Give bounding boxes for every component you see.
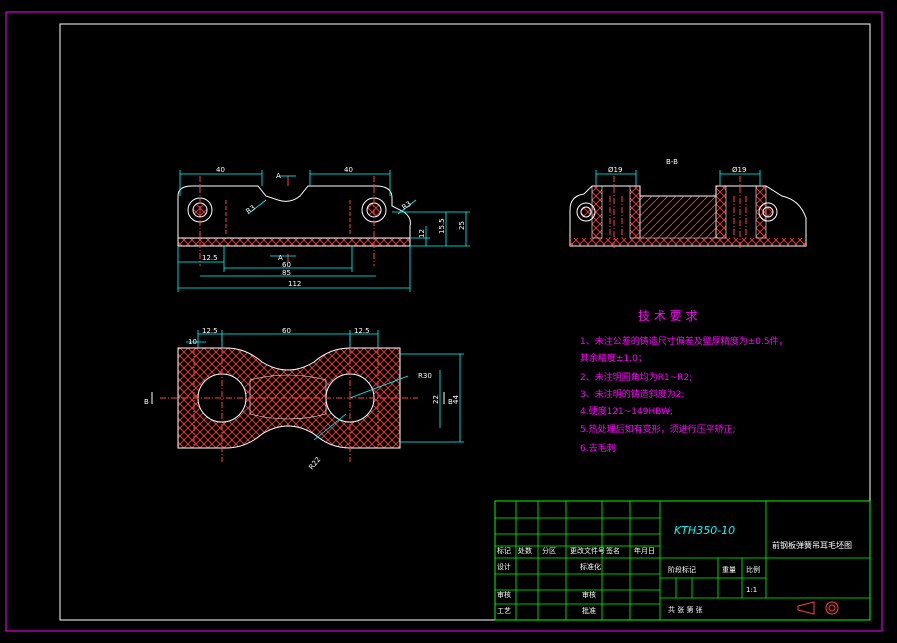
outer-border bbox=[5, 11, 883, 632]
section-dia-right: Ø19 bbox=[732, 166, 746, 174]
tech-req-item-3: 2、未注明圆角均为R1~R2; bbox=[580, 371, 692, 383]
tb-label-standard: 标准化 bbox=[580, 562, 601, 571]
tb-label-process: 工艺 bbox=[497, 607, 511, 615]
tb-label-design: 设计 bbox=[497, 562, 511, 571]
front-dim-hole-span: 85 bbox=[282, 269, 291, 277]
top-web-region bbox=[249, 374, 327, 420]
tech-req-item-7: 6.去毛刺 bbox=[580, 442, 616, 454]
tb-label-sheet: 共 张 第 张 bbox=[668, 605, 703, 614]
tb-label-count: 处数 bbox=[518, 546, 532, 555]
section-left-bore bbox=[580, 206, 592, 218]
section-right-wall-inner bbox=[715, 185, 727, 239]
tb-scale-value: 1:1 bbox=[746, 586, 757, 594]
section-left-wall-outer bbox=[591, 185, 603, 239]
top-section-markers bbox=[151, 392, 445, 404]
tb-label-sign: 签名 bbox=[606, 546, 620, 555]
front-view: 40 40 A A R3 R3 12.5 60 85 112 12 15.5 2… bbox=[177, 166, 470, 292]
tb-label-mark: 标记 bbox=[497, 546, 511, 555]
tech-req-title: 技 术 要 求 bbox=[638, 309, 697, 323]
tb-part-number: KTH350-10 bbox=[674, 524, 735, 537]
section-right-bore bbox=[762, 206, 774, 218]
section-base-hatch bbox=[570, 238, 806, 246]
section-centerlines bbox=[609, 176, 747, 250]
front-base-hatch bbox=[177, 237, 411, 247]
tech-req-item-6: 5.热处理后如有变形，须进行压平矫正; bbox=[580, 423, 736, 435]
tb-label-zone: 分区 bbox=[542, 546, 556, 555]
tb-label-date: 年月日 bbox=[634, 546, 655, 555]
tech-req-item-5: 4.硬度121~149HBW; bbox=[580, 405, 673, 417]
top-dim-r-top: R30 bbox=[418, 372, 432, 380]
top-section-label-right: B bbox=[448, 398, 453, 406]
top-dim-offset-left: 12.5 bbox=[202, 327, 218, 335]
front-dim-right-width: 40 bbox=[344, 166, 353, 174]
title-block: 标记 处数 分区 更改文件号 签名 年月日 设计 标准化 审核 审核 工艺 批准… bbox=[494, 500, 871, 621]
tech-req-item-4: 3、未注明的铸造斜度为2; bbox=[580, 388, 685, 400]
front-dim-r-right: R3 bbox=[401, 200, 413, 212]
section-left-hole bbox=[576, 202, 596, 222]
front-dim-hole-offset: 12.5 bbox=[202, 254, 218, 262]
front-dim-inner-span: 60 bbox=[282, 261, 291, 269]
top-view: 12.5 60 12.5 10 R30 R22 22 44 B B bbox=[144, 327, 464, 471]
tb-label-approve: 批准 bbox=[582, 606, 596, 615]
tb-label-doc-no: 更改文件号 bbox=[570, 546, 605, 555]
front-dim-h3: 25 bbox=[458, 221, 466, 230]
tb-label-review: 审核 bbox=[497, 590, 511, 599]
front-section-label-top: A bbox=[276, 172, 281, 180]
front-section-label-bottom: A bbox=[278, 254, 283, 262]
section-web-hatch bbox=[639, 195, 717, 239]
front-dim-h2: 15.5 bbox=[438, 218, 446, 234]
tb-part-name: 前钢板弹簧吊耳毛坯图 bbox=[772, 540, 852, 550]
top-dim-offset-right: 12.5 bbox=[354, 327, 370, 335]
top-dim-w1: 22 bbox=[432, 395, 440, 404]
front-view-outline bbox=[177, 185, 411, 247]
top-section-label-left: B bbox=[144, 398, 149, 406]
front-dimensions bbox=[177, 170, 470, 292]
section-dia-left: Ø19 bbox=[608, 166, 622, 174]
tb-label-scale: 比例 bbox=[746, 565, 760, 574]
top-dim-center-span: 60 bbox=[282, 327, 291, 335]
front-dim-overall: 112 bbox=[288, 280, 301, 288]
section-view-bb: B-B Ø19 Ø19 bbox=[569, 158, 807, 250]
projection-symbol-icon bbox=[797, 601, 839, 615]
section-right-hole bbox=[758, 202, 778, 222]
drawing-frame bbox=[59, 23, 871, 621]
tb-label-stage-mark: 阶段标记 bbox=[668, 565, 696, 574]
section-dimensions bbox=[595, 170, 761, 186]
top-dim-small: 10 bbox=[188, 338, 197, 346]
tech-req-item-1: 1、未注公差的铸造尺寸偏差及壁厚精度为±0.5件， bbox=[580, 335, 788, 347]
top-dimensions bbox=[186, 330, 464, 443]
tech-req-item-2: 其余精度±1.0； bbox=[580, 352, 647, 364]
tb-label-weight: 重量 bbox=[722, 566, 736, 574]
section-left-wall-inner bbox=[629, 185, 641, 239]
section-title: B-B bbox=[666, 158, 678, 166]
title-block-grid bbox=[495, 501, 870, 620]
top-dim-r-bottom: R22 bbox=[307, 456, 322, 472]
title-block-border bbox=[494, 500, 871, 621]
front-dim-left-width: 40 bbox=[216, 166, 225, 174]
tb-label-process-sign: 审核 bbox=[582, 590, 596, 599]
top-centerlines bbox=[160, 336, 418, 462]
top-dim-w2: 44 bbox=[452, 395, 460, 404]
technical-requirements: 技 术 要 求 1、未注公差的铸造尺寸偏差及壁厚精度为±0.5件， 其余精度±1… bbox=[580, 309, 788, 454]
front-dim-h1: 12 bbox=[418, 229, 426, 238]
front-dim-r-left: R3 bbox=[245, 204, 257, 216]
